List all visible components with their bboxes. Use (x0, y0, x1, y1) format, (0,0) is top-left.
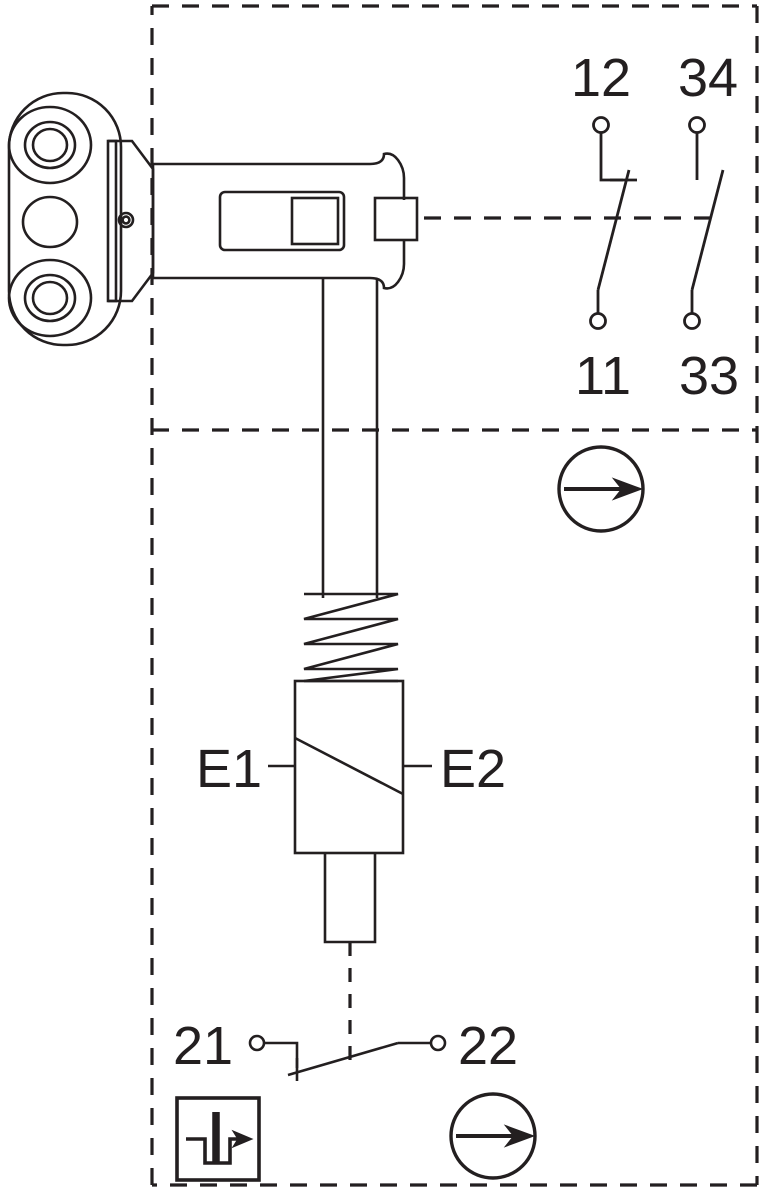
switch-head-tongue-block (290, 196, 340, 246)
contact-21-22 (248, 1034, 447, 1081)
terminal-22-node (429, 1034, 447, 1052)
actuator-pin-inner (121, 215, 131, 225)
positive-opening-icon (175, 1096, 261, 1182)
actuator-hole-lower-inner (31, 280, 69, 316)
label-12: 12 (571, 48, 631, 108)
direction-arrow-lower (449, 1092, 537, 1180)
actuator-collar (106, 139, 118, 303)
terminal-21-node (248, 1034, 266, 1052)
label-e1: E1 (196, 739, 262, 799)
actuator-hole-lower-mid (23, 273, 77, 323)
positive-opening-arrow-head (231, 1129, 254, 1149)
terminal-11-node (589, 312, 607, 330)
terminal-12-node (592, 116, 610, 134)
actuator-body (7, 91, 123, 347)
spring-coils (303, 592, 399, 683)
actuator-slot-centre (21, 195, 79, 249)
positive-opening-step-line (186, 1137, 244, 1165)
switch-head-locking-bolt (373, 196, 419, 242)
actuator-hole-lower-outer (7, 258, 93, 338)
key-actuator (7, 91, 155, 347)
enclosure-frame (150, 4, 759, 1187)
contact-12-blade (596, 169, 631, 291)
direction-arrow-upper (557, 445, 645, 533)
label-e2: E2 (440, 739, 506, 799)
return-spring (303, 592, 399, 683)
switch-head-upper-jaw (153, 152, 406, 200)
locking-solenoid (268, 679, 432, 855)
label-21: 21 (173, 1016, 233, 1076)
actuator-hole-upper-inner (31, 127, 69, 163)
contact-11-12 (589, 116, 637, 330)
direction-arrow-upper-head (611, 477, 644, 501)
contact-21-lead (264, 1041, 299, 1068)
plunger-rod-upper (321, 278, 379, 598)
switch-head-entry-slot (218, 190, 346, 252)
contact-21-blade (287, 1041, 399, 1077)
terminal-34-node (688, 116, 706, 134)
plunger-rod-lower (323, 853, 377, 944)
direction-arrow-lower-head (503, 1124, 536, 1148)
actuator-hole-upper-outer (7, 105, 93, 185)
contact-33-34 (683, 116, 725, 330)
switch-head (151, 152, 419, 290)
label-33: 33 (679, 346, 739, 406)
plunger-rod-lower-body (323, 853, 377, 944)
label-34: 34 (678, 48, 738, 108)
actuator-pin-outer (117, 211, 135, 229)
contact-12-lead (599, 133, 623, 182)
label-22: 22 (458, 1016, 518, 1076)
actuator-hole-upper-mid (23, 120, 77, 170)
solenoid-diagonal (294, 736, 404, 796)
positive-opening-box (175, 1096, 261, 1182)
switch-head-lower-jaw (153, 240, 406, 290)
contact-34-blade (690, 169, 725, 291)
label-11: 11 (575, 346, 631, 406)
terminal-33-node (683, 312, 701, 330)
